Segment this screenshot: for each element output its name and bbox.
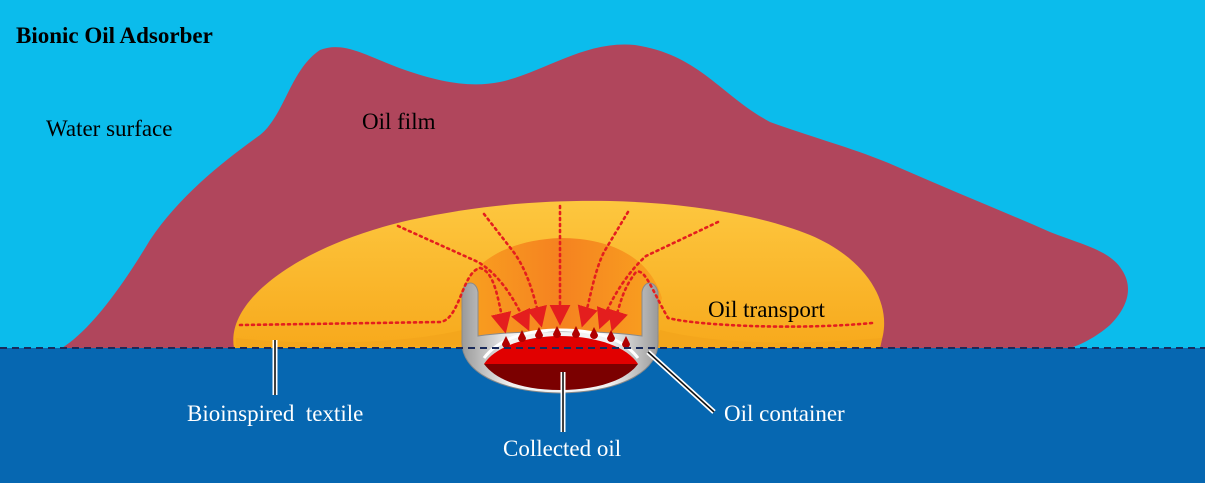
transport-arrow — [577, 210, 630, 328]
oil-droplet — [572, 326, 580, 338]
transport-arrow — [596, 220, 720, 330]
oil-film-label: Oil film — [362, 109, 436, 134]
oil-droplet — [553, 326, 561, 338]
oil-transport-label: Oil transport — [708, 297, 825, 322]
transport-arrow — [238, 266, 512, 334]
oil-container-label: Oil container — [724, 401, 845, 426]
collected-oil-label: Collected oil — [503, 436, 622, 461]
textile-rim-shading-right — [655, 330, 882, 348]
oil-droplets — [502, 326, 630, 348]
textile-rim-shading — [236, 330, 470, 348]
water-surface-label: Water surface — [46, 116, 173, 141]
diagram-title: Bionic Oil Adsorber — [16, 23, 213, 48]
oil-droplet — [607, 330, 615, 342]
oil-droplet — [590, 327, 598, 339]
container-leader-inner — [647, 351, 715, 413]
oil-droplet — [518, 330, 526, 342]
container-rim-line — [482, 328, 640, 359]
leader-lines-inner — [274, 340, 715, 432]
transport-arrow — [482, 212, 547, 328]
bioinspired-textile-label: Bioinspired textile — [187, 401, 364, 426]
oil-transport-arrows — [238, 204, 874, 334]
collected-oil-shape — [484, 336, 638, 364]
transport-arrow — [396, 224, 531, 332]
oil-droplet — [622, 336, 630, 348]
oil-droplet — [502, 336, 510, 348]
transport-arrow — [607, 270, 874, 332]
oil-droplet — [535, 327, 543, 339]
